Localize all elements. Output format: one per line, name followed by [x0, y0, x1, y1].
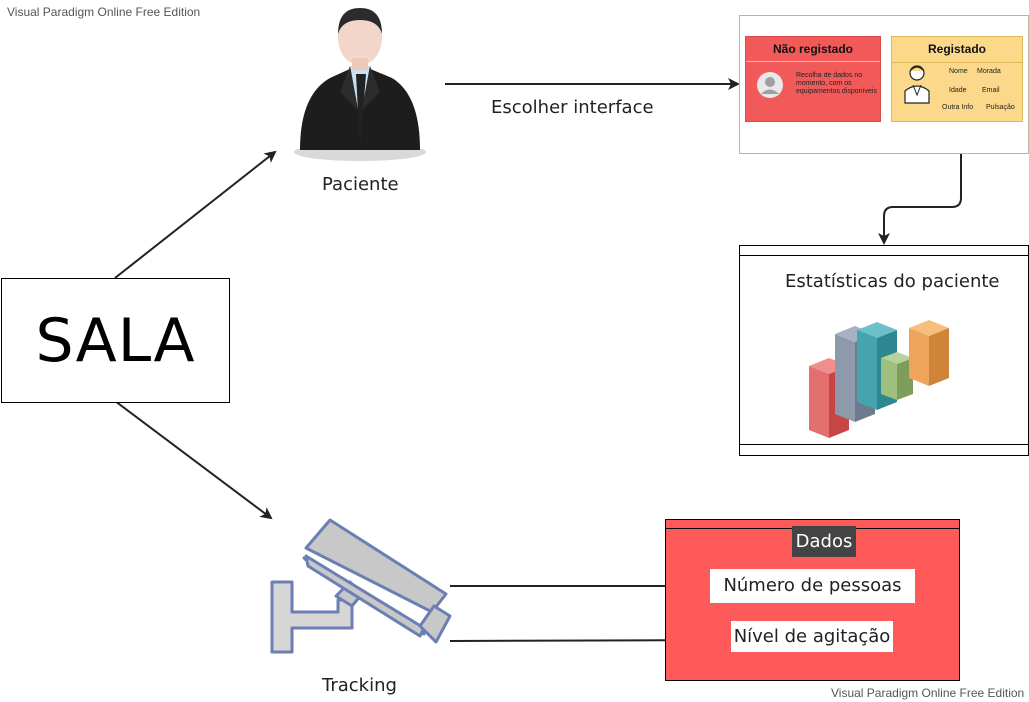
sala-label: SALA: [35, 305, 196, 376]
field-outra-info: Outra Info: [942, 104, 974, 111]
card-registado-title: Registado: [927, 42, 986, 56]
field-morada: Morada: [977, 68, 1001, 75]
field-pulsacao: Pulsação: [986, 104, 1015, 111]
paciente-label: Paciente: [322, 174, 399, 195]
edge-label-escolher-interface: Escolher interface: [491, 97, 654, 118]
watermark-top: Visual Paradigm Online Free Edition: [7, 5, 201, 19]
tracking-label: Tracking: [322, 675, 397, 696]
security-camera-icon[interactable]: [270, 518, 452, 654]
dados-item-nivel-agitacao[interactable]: Nível de agitação: [731, 621, 893, 652]
doctor-icon: [904, 65, 930, 104]
card-registado[interactable]: Registado Nome Morada Idade Email Outra …: [891, 36, 1023, 122]
card-nao-registado-text: Recolha de dados no momento, com os equi…: [796, 72, 877, 95]
estatisticas-frame[interactable]: Estatísticas do paciente: [739, 245, 1029, 456]
edge-sala-paciente[interactable]: [114, 150, 277, 279]
estatisticas-title: Estatísticas do paciente: [785, 271, 1000, 292]
field-email: Email: [982, 87, 1000, 94]
dados-title: Dados: [792, 526, 856, 557]
sala-node[interactable]: SALA: [1, 278, 230, 403]
edge-registado-estatisticas[interactable]: [878, 120, 962, 245]
businessman-icon[interactable]: [294, 8, 426, 161]
watermark-bottom: Visual Paradigm Online Free Edition: [831, 686, 1025, 700]
dados-item-numero-pessoas[interactable]: Número de pessoas: [710, 569, 915, 603]
card-nao-registado[interactable]: Não registado Recolha de dados no moment…: [745, 36, 881, 122]
bar-chart-3d-icon: [809, 320, 949, 438]
field-nome: Nome: [949, 68, 968, 75]
edge-sala-tracking[interactable]: [114, 400, 273, 520]
card-nao-registado-title: Não registado: [772, 42, 853, 56]
field-idade: Idade: [949, 87, 967, 94]
user-avatar-icon: [757, 72, 783, 98]
